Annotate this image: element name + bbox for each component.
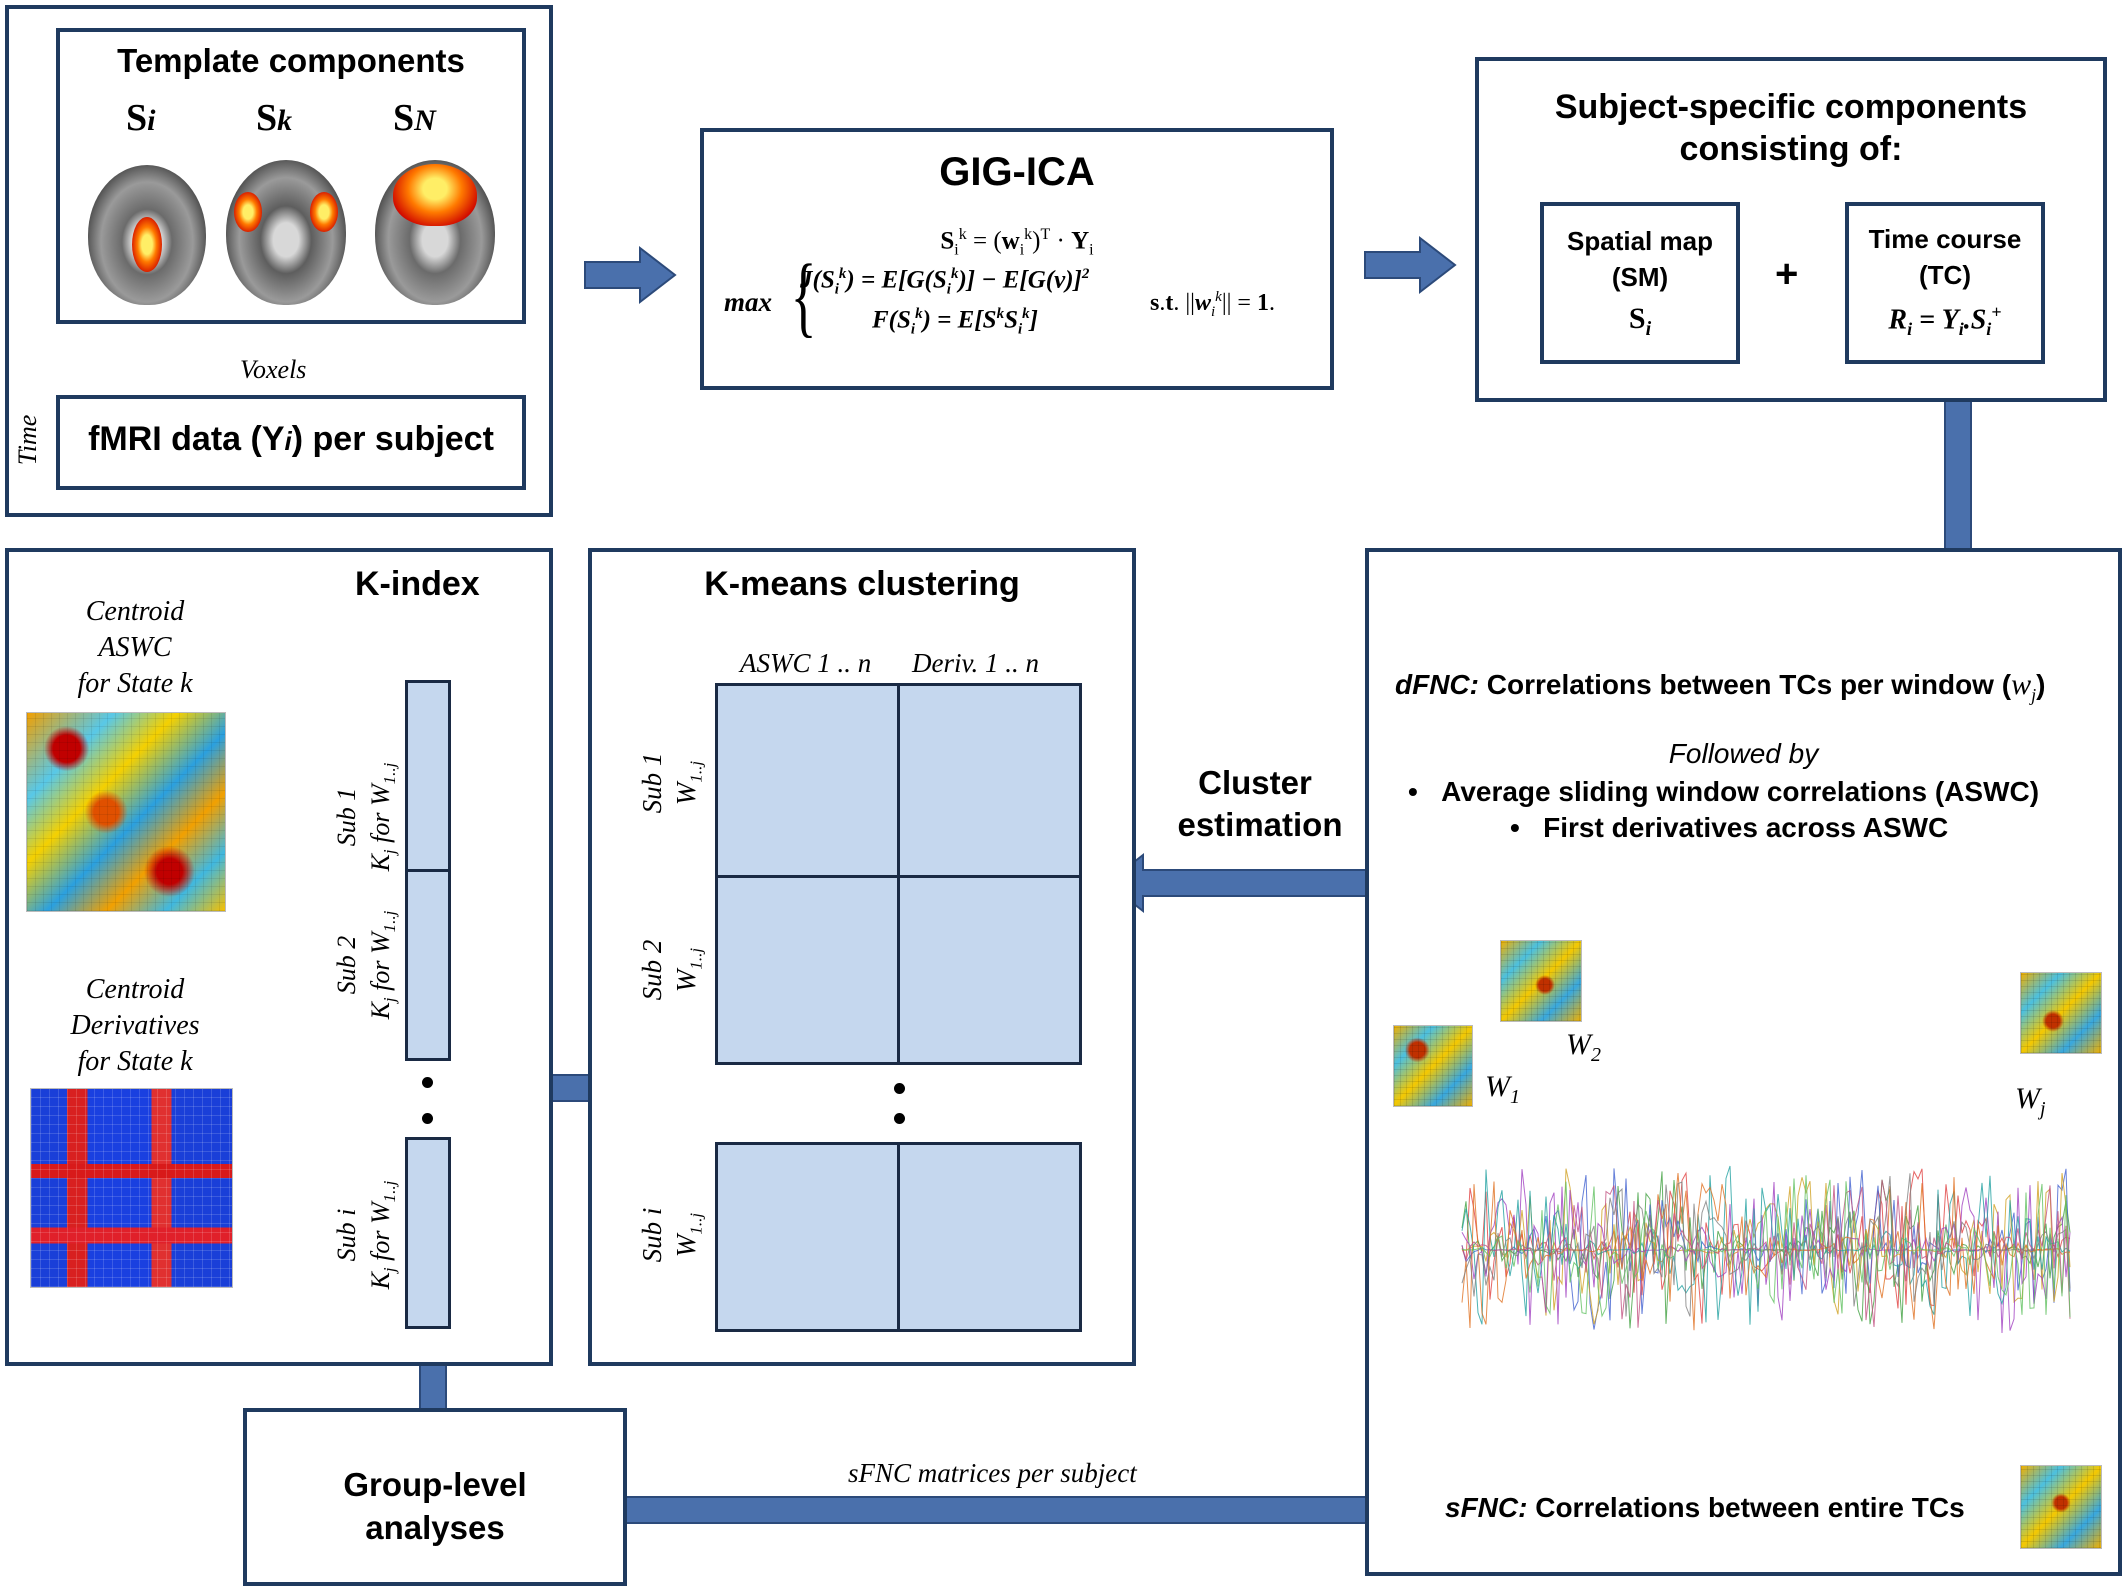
time-course-equation: Ri = Yi.Si+: [1888, 302, 2002, 339]
window-matrix-1: [1393, 1025, 1473, 1107]
bullet-derivatives: • First derivatives across ASWC: [1510, 812, 1949, 843]
sfnc-matrix: [2020, 1465, 2102, 1549]
window-label-w2: W2: [1566, 1028, 1601, 1066]
template-title: Template components: [117, 42, 465, 79]
arrow-template-to-gigica: [584, 245, 677, 305]
spatial-map-label-1: Spatial map: [1567, 226, 1713, 256]
gigica-eq1: Sik = (wik)T · Yi: [940, 226, 1094, 259]
gigica-box: [700, 128, 1334, 390]
gigica-max: max: [724, 287, 773, 317]
time-course-label-1: Time course: [1868, 224, 2022, 254]
centroid-aswc-matrix: [26, 712, 226, 912]
kmeans-cell-subi-aswc: [715, 1142, 900, 1332]
label-sk: Sk: [256, 97, 293, 139]
sfnc-heading: sFNC: Correlations between entire TCs: [1445, 1492, 1965, 1523]
window-matrix-2: [1500, 940, 1582, 1022]
bullet-aswc: • Average sliding window correlations (A…: [1408, 776, 2040, 807]
centroid-aswc-line3: for State k: [77, 668, 193, 699]
time-course-box: [1845, 202, 2045, 364]
gigica-eq3: F(Sik) = E[SkSik]: [872, 306, 1038, 338]
brain-image-sn: [375, 160, 495, 305]
spatial-map-label-2: (SM): [1611, 262, 1669, 292]
time-course-line: [1461, 1175, 2071, 1318]
brain-image-si: [88, 165, 206, 305]
window-label-w1: W1: [1485, 1070, 1520, 1108]
label-si: Si: [126, 97, 156, 139]
kindex-ellipsis-dot-2: [422, 1113, 433, 1124]
centroid-aswc-line1: Centroid: [85, 596, 185, 627]
fmri-data-box: [56, 395, 526, 490]
centroid-deriv-line2: Derivatives: [70, 1010, 200, 1041]
group-analyses-line2: analyses: [365, 1509, 505, 1546]
label-sn: SN: [393, 97, 436, 139]
dfnc-heading: dFNC: Correlations between TCs per windo…: [1395, 668, 2046, 705]
gigica-brace: {: [790, 247, 817, 346]
cluster-estimation-line1: Cluster: [1198, 764, 1312, 801]
time-course-line: [1461, 1172, 2071, 1331]
time-course-label-2: (TC): [1919, 260, 1971, 290]
centroid-deriv-line3: for State k: [77, 1046, 193, 1077]
kmeans-cell-sub2-aswc: [715, 875, 900, 1065]
kindex-ellipsis-dot-1: [422, 1077, 433, 1088]
kindex-cell-sub1: [405, 680, 451, 872]
kmeans-title: K-means clustering: [704, 565, 1020, 603]
window-label-wj: Wj: [2015, 1082, 2046, 1120]
window-matrix-j: [2020, 972, 2102, 1054]
followed-by-label: Followed by: [1668, 738, 1819, 769]
kindex-cell-sub2: [405, 869, 451, 1061]
brain-image-sk: [226, 160, 346, 305]
fmri-data-label: fMRI data (Yi) per subject: [88, 420, 494, 458]
cluster-estimation-line2: estimation: [1177, 806, 1343, 843]
voxels-label: Voxels: [240, 355, 307, 384]
gigica-constraint: s.t. ||wik|| = 1.: [1150, 289, 1275, 320]
kmeans-col2-label: Deriv. 1 .. n: [912, 648, 1039, 678]
dfnc-box: [1365, 548, 2122, 1576]
subject-specific-title-1: Subject-specific components: [1554, 88, 2028, 126]
time-course-line: [1461, 1173, 2071, 1317]
subject-specific-title-2: consisting of:: [1679, 130, 1903, 168]
kmeans-cell-sub2-deriv: [897, 875, 1082, 1065]
kmeans-cell-subi-deriv: [897, 1142, 1082, 1332]
centroid-deriv-line1: Centroid: [85, 974, 185, 1005]
kmeans-ellipsis-dot-1: [894, 1083, 905, 1094]
time-course-line: [1461, 1179, 2071, 1328]
centroid-aswc-line2: ASWC: [98, 632, 172, 663]
gigica-eq2: J(Sik) = E[G(Sik)] − E[G(v)]2: [800, 266, 1090, 298]
kmeans-cell-sub1-deriv: [897, 683, 1082, 878]
kmeans-ellipsis-dot-2: [894, 1113, 905, 1124]
kindex-title: K-index: [355, 565, 480, 603]
sfnc-arrow-label: sFNC matrices per subject: [848, 1458, 1137, 1488]
group-analyses-line1: Group-level: [343, 1466, 527, 1503]
spatial-map-box: [1540, 202, 1740, 364]
spatial-map-symbol: Si: [1628, 302, 1652, 340]
group-analyses-box: [243, 1408, 627, 1586]
plus-sign: +: [1775, 252, 1799, 296]
centroid-deriv-matrix: [30, 1088, 233, 1288]
gigica-title: GIG-ICA: [939, 150, 1095, 194]
arrow-gigica-to-subject: [1364, 235, 1457, 295]
kindex-cell-subi: [405, 1137, 451, 1329]
kmeans-col1-label: ASWC 1 .. n: [740, 648, 872, 678]
